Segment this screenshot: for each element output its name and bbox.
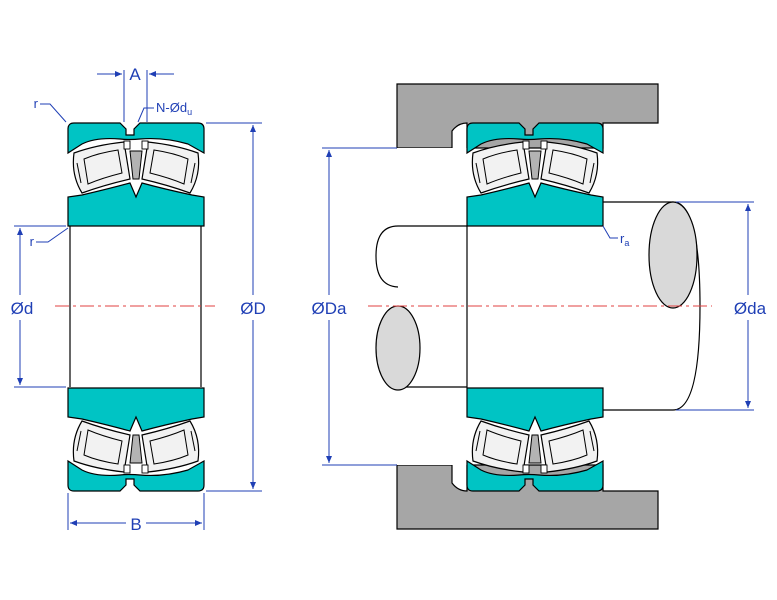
left-lower-bearing-section (67, 387, 205, 492)
shaft-end-left (375, 305, 421, 391)
dim-label-lube-hole: N-Ødu (156, 100, 192, 117)
dim-label-d: Ød (11, 299, 34, 318)
right-lower-bearing-section (466, 387, 604, 492)
dim-label-r-outer: r (34, 96, 39, 111)
left-upper-bearing-section (67, 122, 205, 227)
right-upper-bearing-section (466, 122, 604, 227)
shaft-end-right (648, 201, 698, 309)
left-bearing-view (55, 122, 215, 492)
dim-label-ra: ra (620, 231, 629, 248)
dim-label-r-bore: r (30, 234, 35, 249)
dim-label-da-housing: ØDa (312, 299, 348, 318)
dim-label-outer-d: ØD (240, 299, 266, 318)
right-assembly-view (368, 83, 712, 530)
dim-label-a: A (129, 65, 141, 84)
right-dimensions (322, 147, 754, 466)
dim-label-b: B (130, 515, 141, 534)
left-dimensions (14, 70, 262, 530)
dim-label-da-shaft: Øda (734, 299, 767, 318)
